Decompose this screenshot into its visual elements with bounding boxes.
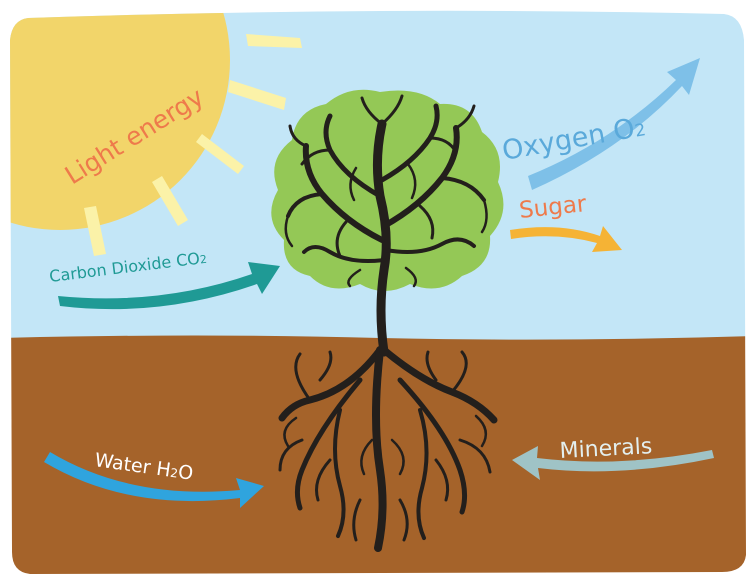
sun-ray	[152, 176, 188, 226]
carbon-dioxide-arrow	[58, 262, 280, 310]
sun	[10, 10, 230, 230]
minerals-arrow	[512, 446, 714, 480]
sun-ray	[196, 134, 244, 174]
sun-ray	[246, 34, 302, 48]
tree-branches	[284, 94, 488, 357]
minerals-label: Minerals	[559, 434, 653, 464]
water-subscript: 2	[169, 466, 179, 481]
oxygen-subscript: 2	[633, 120, 647, 142]
sun-ray	[228, 80, 286, 110]
water-arrow	[44, 452, 264, 508]
sun-ray	[84, 206, 106, 256]
carbon-dioxide-subscript: 2	[199, 253, 208, 267]
oxygen-arrow	[528, 58, 700, 190]
tree-roots	[278, 346, 498, 552]
sun-rays	[84, 34, 302, 256]
sugar-arrow	[510, 226, 622, 252]
